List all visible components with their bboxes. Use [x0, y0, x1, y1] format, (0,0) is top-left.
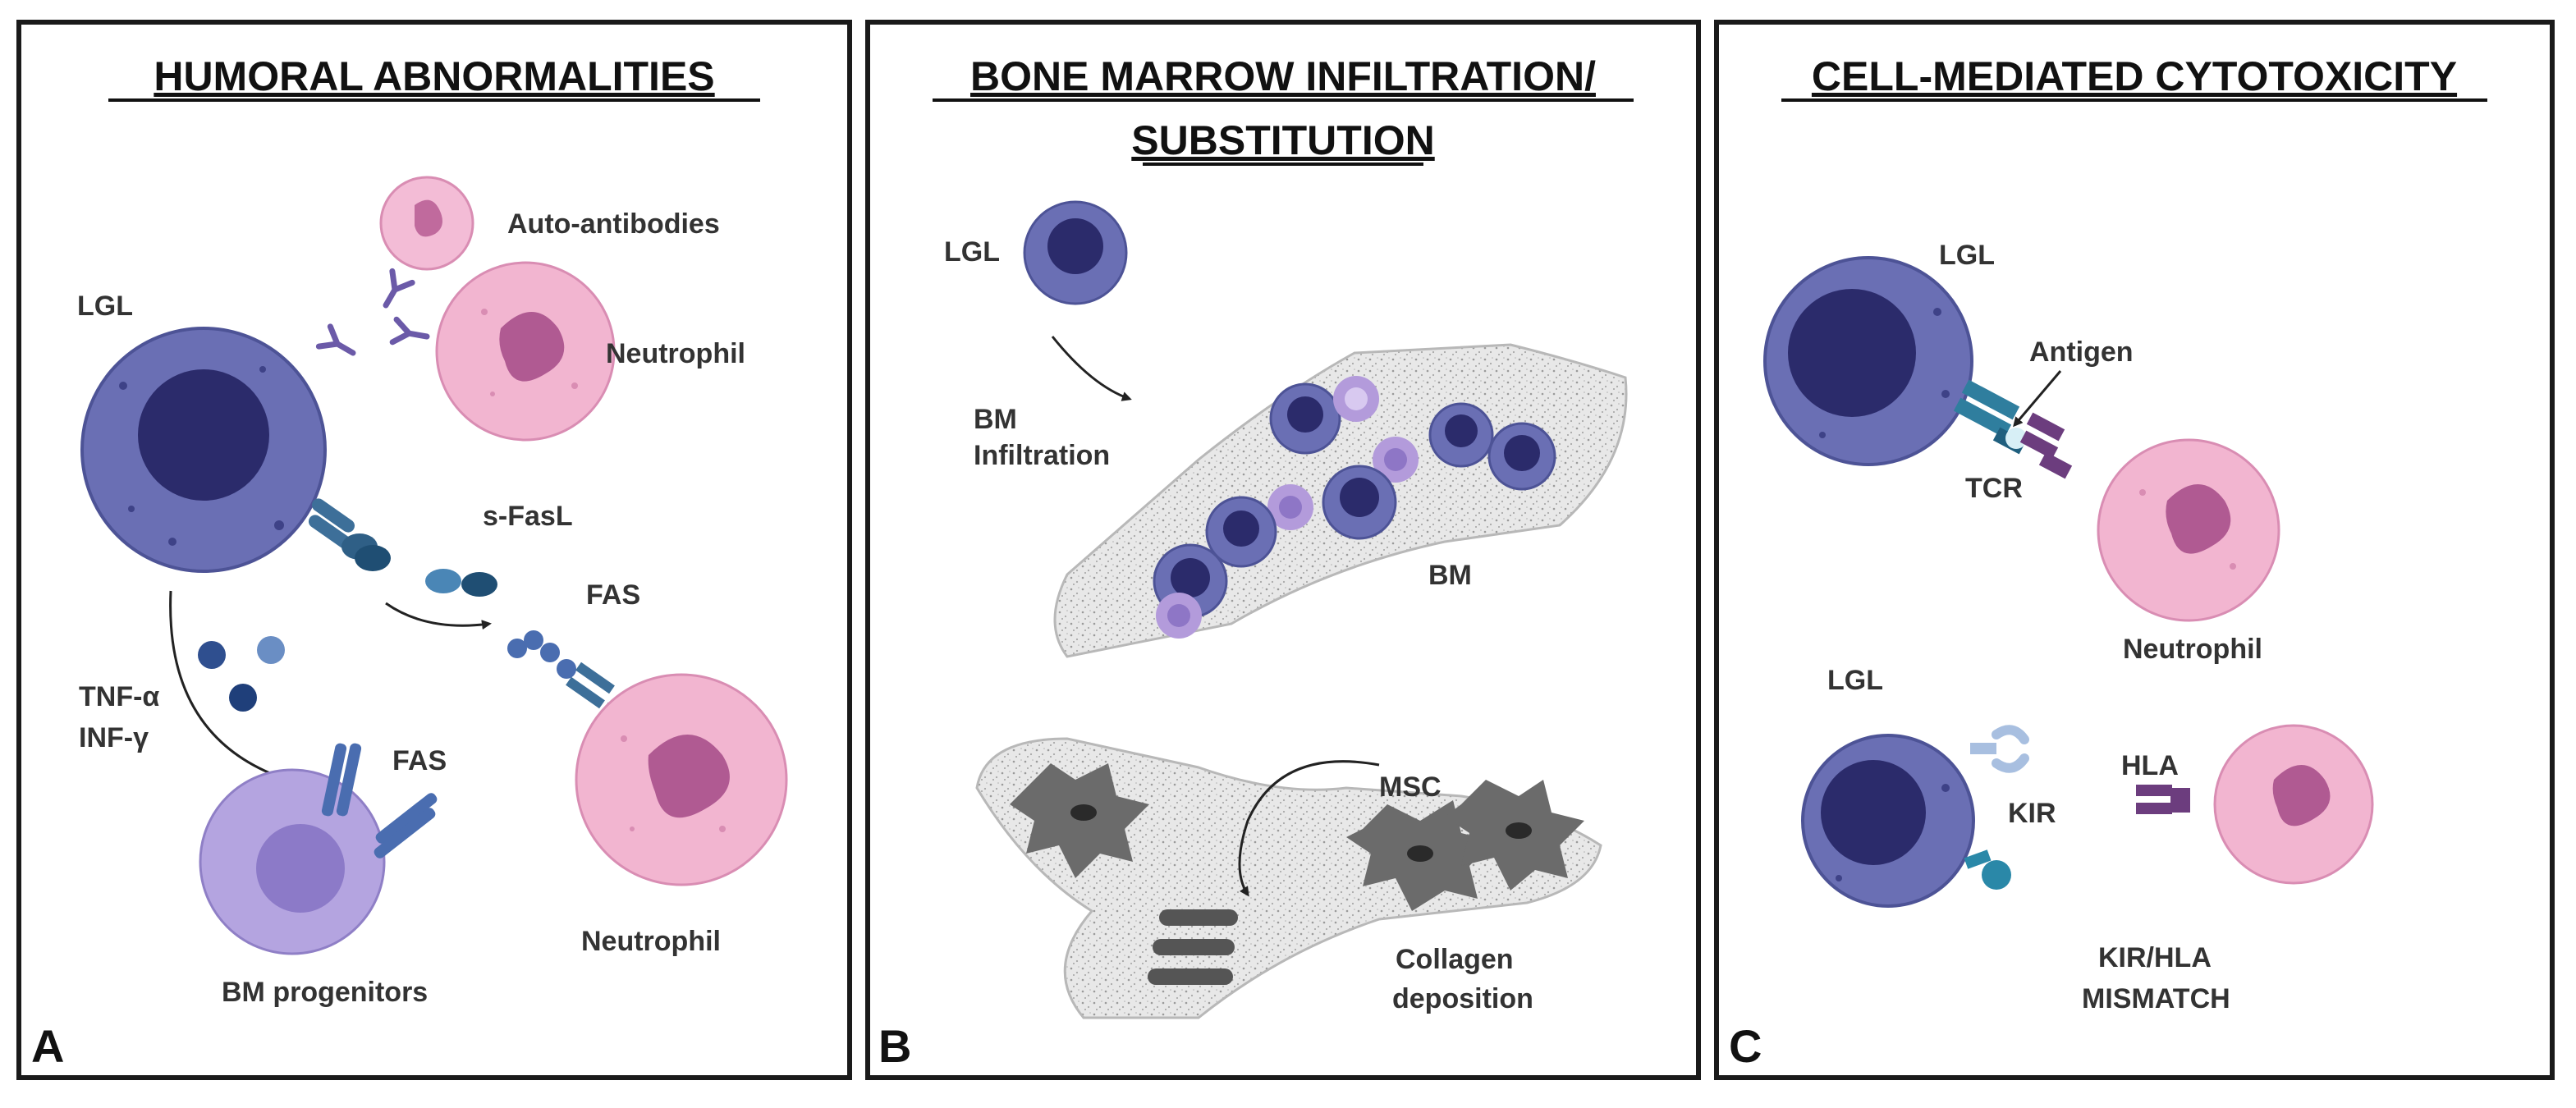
lgl-cell-b [1023, 200, 1128, 305]
lgl-label-b: LGL [944, 236, 1000, 268]
lgl-bottom-label: LGL [1827, 665, 1883, 696]
panel-a-title: HUMORAL ABNORMALITIES [154, 53, 714, 99]
inf-gamma-label: INF-γ [79, 722, 149, 753]
cytokine-molecule-2 [257, 636, 285, 664]
small-neutrophil [379, 176, 474, 271]
panel-c-title: CELL-MEDIATED CYTOTOXICITY [1812, 53, 2457, 99]
neutrophil-bottom-label: Neutrophil [581, 926, 721, 957]
cytokine-molecule-3 [229, 684, 257, 712]
antibodies-group [319, 271, 429, 363]
hla-label: HLA [2121, 750, 2179, 781]
neutrophil-bottom-cell [575, 673, 788, 886]
bm-infiltration-label-2: Infiltration [974, 440, 1110, 471]
panel-c-content: CELL-MEDIATED CYTOTOXICITY LGL Antigen T… [1729, 53, 2487, 1072]
bm-infiltration-label-1: BM [974, 404, 1017, 435]
neutrophil-label-c: Neutrophil [2123, 634, 2262, 665]
fas-receptor-left [321, 743, 438, 858]
antigen-arrow [2013, 370, 2062, 428]
lgl-top-label: LGL [1939, 240, 1995, 271]
lgl-label-a: LGL [77, 291, 133, 322]
fas-left-label: FAS [392, 745, 447, 776]
s-fasl-label: s-FasL [483, 501, 573, 532]
neutrophil-top-label: Neutrophil [606, 338, 745, 369]
s-fasl-molecule-2 [461, 572, 497, 597]
tnf-alpha-label: TNF-α [79, 681, 159, 712]
msc-arrow [1238, 760, 1380, 897]
panel-b-title-line2: SUBSTITUTION [1131, 117, 1434, 163]
cytokine-molecule-1 [198, 641, 226, 669]
hla-molecule [2136, 785, 2190, 814]
cytokine-arrow [169, 590, 290, 782]
infiltrating-cells [1153, 376, 1556, 639]
auto-antibodies-label: Auto-antibodies [507, 208, 720, 240]
neutrophil-cell-c-bottom [2213, 724, 2374, 885]
panel-a-content: HUMORAL ABNORMALITIES Auto-antibodies Ne… [31, 53, 788, 1072]
neutrophil-cell-c [2097, 438, 2280, 622]
tcr-label: TCR [1965, 473, 2023, 504]
infiltration-arrow [1051, 336, 1132, 401]
lgl-cell-c-bottom [1801, 734, 1975, 908]
kir-label: KIR [2008, 798, 2056, 829]
s-fasl-arrow [385, 602, 492, 630]
panel-a-letter: A [31, 1020, 64, 1072]
mismatch-label-1: KIR/HLA [2098, 942, 2212, 973]
antigen-label: Antigen [2029, 337, 2134, 368]
collagen-fibers [1148, 909, 1238, 985]
panel-b-title-line1: BONE MARROW INFILTRATION/ [970, 53, 1596, 99]
kir-receptor-inhibitory [1970, 725, 2029, 773]
lgl-cell-a [80, 327, 327, 573]
panel-b-letter: B [878, 1020, 911, 1072]
tcr-receptor [1953, 379, 2073, 479]
lgl-cell-c-top [1763, 256, 1973, 466]
msc-cells [1010, 763, 1584, 911]
bm-progenitor-cell [199, 768, 386, 955]
panel-b-content: BONE MARROW INFILTRATION/ SUBSTITUTION L… [878, 53, 1634, 1072]
kir-receptor-activating [1964, 849, 2011, 890]
collagen-label-1: Collagen [1396, 944, 1514, 975]
mismatch-label-2: MISMATCH [2082, 983, 2230, 1014]
fasl-receptor-a [308, 498, 391, 571]
panel-c-letter: C [1729, 1020, 1762, 1072]
neutrophil-top-cell [435, 261, 616, 442]
bm-label: BM [1428, 560, 1472, 591]
collagen-label-2: deposition [1392, 983, 1533, 1014]
bm-progenitors-label: BM progenitors [222, 977, 428, 1008]
s-fasl-molecule-1 [425, 569, 461, 593]
msc-label: MSC [1379, 771, 1442, 803]
fas-right-label: FAS [586, 579, 640, 611]
